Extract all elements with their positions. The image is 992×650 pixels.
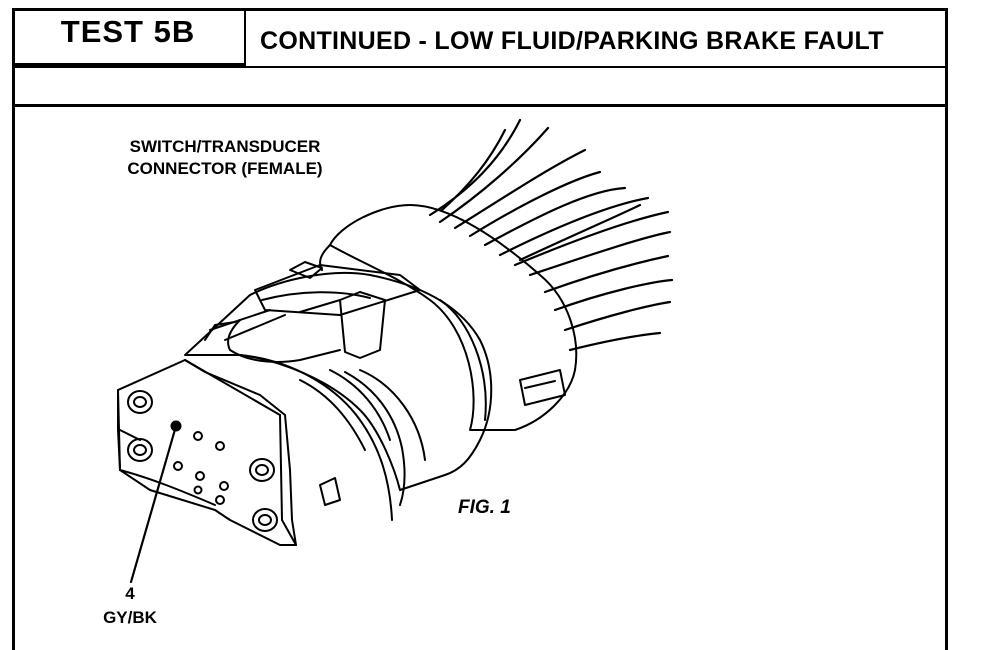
pin-cavities	[127, 390, 278, 532]
pin-wire-color-label: GY/BK	[103, 608, 157, 627]
housing-clip-tab	[319, 477, 341, 506]
connector-rear-boot	[319, 204, 578, 431]
connector-housing	[184, 272, 493, 521]
diagram-frame	[12, 8, 948, 650]
pin-number-label: 4	[125, 584, 135, 603]
connector-label-line1: SWITCH/TRANSDUCER	[129, 137, 321, 156]
header-divider	[12, 66, 948, 68]
figure-label: FIG. 1	[458, 497, 511, 518]
wire-bundle	[428, 118, 674, 352]
connector-front-face	[117, 359, 297, 546]
header-bottom-divider	[12, 104, 948, 107]
connector-label: SWITCH/TRANSDUCER CONNECTOR (FEMALE)	[80, 136, 370, 180]
test-id-cell	[12, 8, 246, 66]
connector-label-line2: CONNECTOR (FEMALE)	[127, 159, 323, 178]
pin-4-leader-line	[129, 424, 178, 584]
test-id: TEST 5B	[60, 14, 196, 49]
locking-latch	[204, 261, 421, 363]
page-title: CONTINUED - LOW FLUID/PARKING BRAKE FAUL…	[260, 27, 884, 55]
